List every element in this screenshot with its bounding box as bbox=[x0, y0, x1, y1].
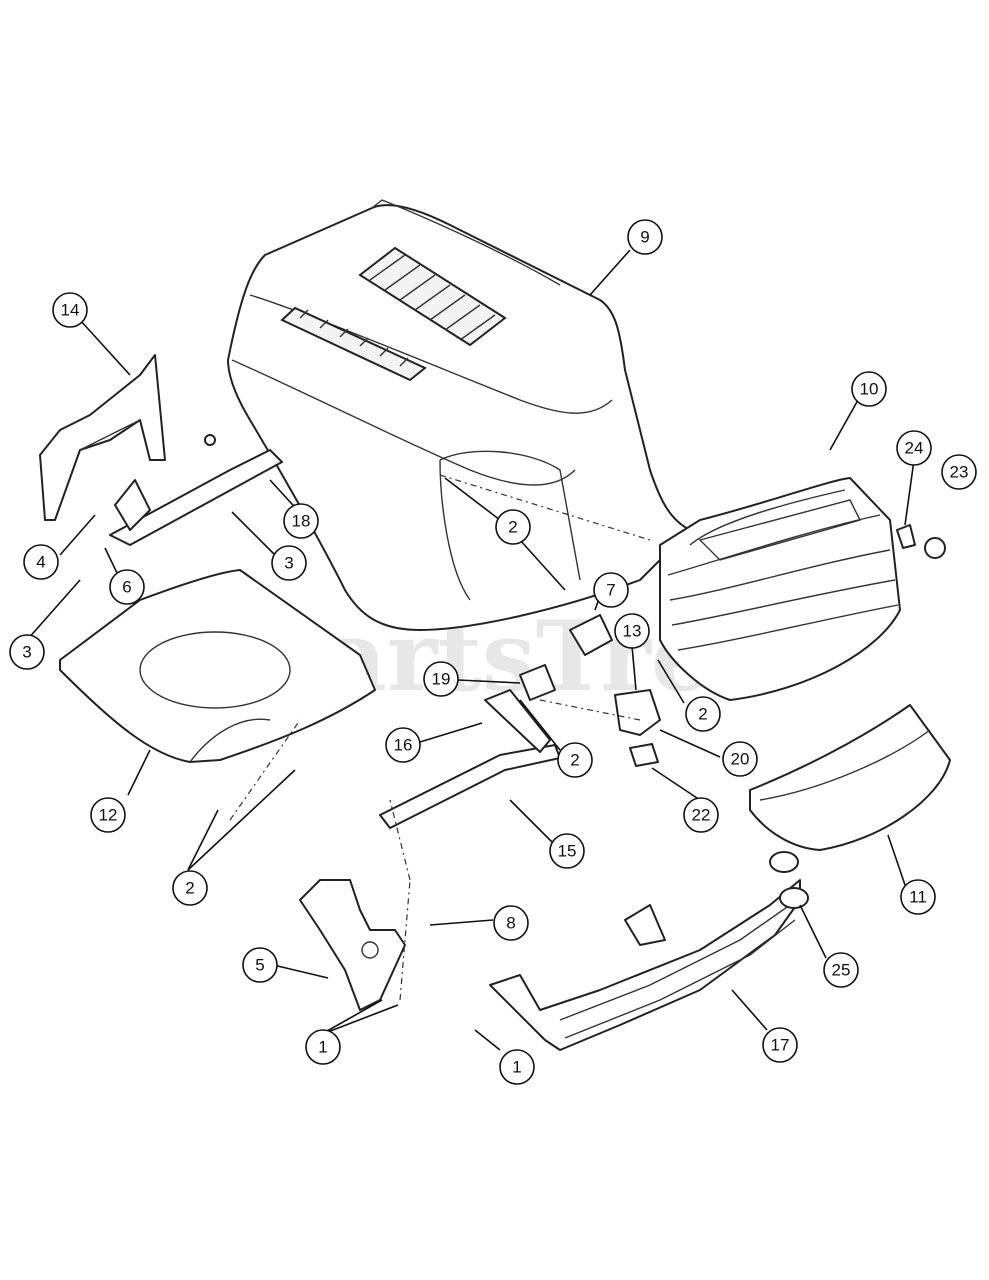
callout-label: 2 bbox=[570, 751, 579, 770]
callout-label: 1 bbox=[318, 1038, 327, 1057]
callout-label: 1 bbox=[512, 1058, 521, 1077]
callout-label: 10 bbox=[860, 380, 879, 399]
callout-9: 9 bbox=[627, 219, 663, 255]
callout-label: 15 bbox=[558, 842, 577, 861]
callout-4: 4 bbox=[23, 544, 59, 580]
callout-label: 24 bbox=[905, 439, 924, 458]
floor-pan-part bbox=[59, 569, 376, 763]
callout-20: 20 bbox=[722, 741, 758, 777]
callout-3: 3 bbox=[9, 634, 45, 670]
callout-label: 2 bbox=[185, 879, 194, 898]
callout-label: 2 bbox=[698, 705, 707, 724]
brace-18-part bbox=[109, 434, 283, 546]
callout-label: 3 bbox=[22, 643, 31, 662]
hood-part bbox=[227, 199, 691, 631]
callout-label: 12 bbox=[99, 806, 118, 825]
callout-label: 22 bbox=[692, 806, 711, 825]
bushing-part bbox=[769, 851, 809, 909]
callout-label: 16 bbox=[394, 736, 413, 755]
callout-18: 18 bbox=[283, 503, 319, 539]
callout-24: 24 bbox=[896, 430, 932, 466]
callout-label: 19 bbox=[432, 670, 451, 689]
bracket-14-part bbox=[39, 354, 166, 521]
assembly-lines bbox=[229, 474, 651, 1001]
leader-lines bbox=[26, 249, 915, 1051]
callout-13: 13 bbox=[614, 613, 650, 649]
callout-12: 12 bbox=[90, 797, 126, 833]
callout-17: 17 bbox=[762, 1027, 798, 1063]
bumper-cover-part bbox=[749, 704, 951, 851]
fastener-parts bbox=[896, 524, 946, 559]
callout-label: 4 bbox=[36, 553, 45, 572]
callout-label: 5 bbox=[255, 956, 264, 975]
callout-label: 7 bbox=[606, 581, 615, 600]
bumper-frame-part bbox=[489, 879, 801, 1051]
callout-16: 16 bbox=[385, 727, 421, 763]
callout-label: 23 bbox=[950, 463, 969, 482]
callout-label: 6 bbox=[122, 578, 131, 597]
callout-8: 8 bbox=[493, 905, 529, 941]
callout-label: 2 bbox=[508, 518, 517, 537]
callout-label: 25 bbox=[832, 961, 851, 980]
latch-parts bbox=[519, 614, 661, 767]
axle-mount-part bbox=[299, 879, 406, 1011]
callout-label: 3 bbox=[284, 554, 293, 573]
callout-label: 14 bbox=[61, 301, 80, 320]
callout-19: 19 bbox=[423, 661, 459, 697]
callout-22: 22 bbox=[683, 797, 719, 833]
callout-label: 13 bbox=[623, 622, 642, 641]
callout-1: 1 bbox=[305, 1029, 341, 1065]
callout-6: 6 bbox=[109, 569, 145, 605]
callout-7: 7 bbox=[593, 572, 629, 608]
callout-label: 11 bbox=[909, 888, 927, 907]
callout-label: 20 bbox=[731, 750, 750, 769]
callout-label: 8 bbox=[506, 914, 515, 933]
callout-10: 10 bbox=[851, 371, 887, 407]
callout-1: 1 bbox=[499, 1049, 535, 1085]
callout-2: 2 bbox=[557, 742, 593, 778]
callout-label: 17 bbox=[771, 1036, 790, 1055]
callout-3: 3 bbox=[271, 545, 307, 581]
callout-23: 23 bbox=[941, 454, 977, 490]
callout-11: 11 bbox=[900, 879, 936, 915]
callout-label: 18 bbox=[292, 512, 311, 531]
callout-2: 2 bbox=[495, 509, 531, 545]
callout-14: 14 bbox=[52, 292, 88, 328]
callout-15: 15 bbox=[549, 833, 585, 869]
callout-5: 5 bbox=[242, 947, 278, 983]
callout-25: 25 bbox=[823, 952, 859, 988]
callout-2: 2 bbox=[685, 696, 721, 732]
callout-2: 2 bbox=[172, 870, 208, 906]
grille-part bbox=[659, 477, 901, 701]
callout-label: 9 bbox=[640, 228, 649, 247]
